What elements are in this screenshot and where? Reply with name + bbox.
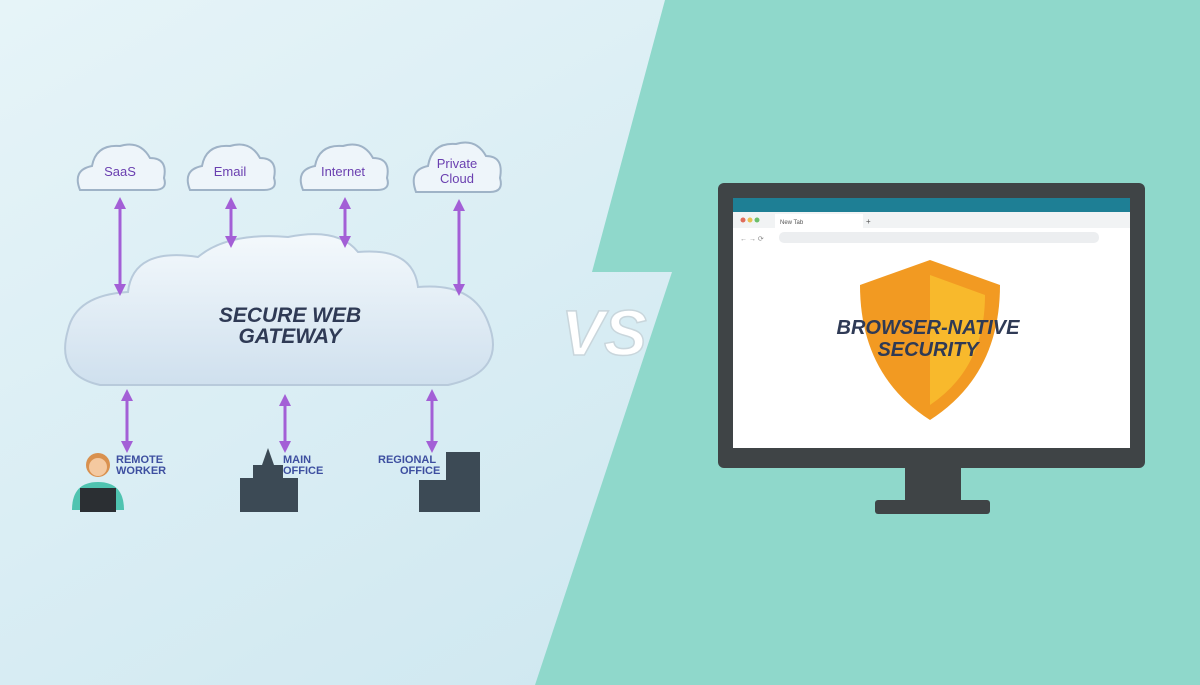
remote-label-1: REMOTE xyxy=(116,454,163,466)
cloud-saas xyxy=(76,143,166,191)
browser-native-title-2: SECURITY xyxy=(877,339,980,361)
connection-arrows xyxy=(114,197,465,453)
cloud-private-cloud xyxy=(412,141,502,193)
shield-icon xyxy=(860,260,1000,420)
gateway-title-2: GATEWAY xyxy=(238,325,343,348)
cloud-email xyxy=(186,143,276,191)
browser-native-title-1: BROWSER-NATIVE xyxy=(837,317,1021,339)
gateway-title-1: SECURE WEB xyxy=(219,304,361,327)
label-email: Email xyxy=(214,164,247,179)
label-saas: SaaS xyxy=(104,164,136,179)
secure-web-gateway-cloud xyxy=(64,233,494,386)
regional-label-2: OFFICE xyxy=(400,465,440,477)
svg-text:+: + xyxy=(866,217,871,226)
svg-text:← → ⟳: ← → ⟳ xyxy=(740,236,764,243)
monitor: New Tab + ← → ⟳ xyxy=(718,183,1145,514)
remote-label-2: WORKER xyxy=(116,465,166,477)
tab-label: New Tab xyxy=(780,220,804,226)
label-internet: Internet xyxy=(321,164,365,179)
address-bar[interactable] xyxy=(779,232,1099,243)
browser-tab[interactable] xyxy=(775,214,863,228)
regional-label-1: REGIONAL xyxy=(378,454,436,466)
main-office-icon xyxy=(240,448,298,512)
vs-label: VS xyxy=(561,297,647,369)
label-cloud: Cloud xyxy=(440,171,474,186)
main-label-1: MAIN xyxy=(283,454,311,466)
label-private: Private xyxy=(437,156,477,171)
regional-office-icon xyxy=(419,452,480,512)
cloud-internet xyxy=(299,143,389,191)
main-label-2: OFFICE xyxy=(283,465,323,477)
remote-worker-icon xyxy=(72,453,124,512)
